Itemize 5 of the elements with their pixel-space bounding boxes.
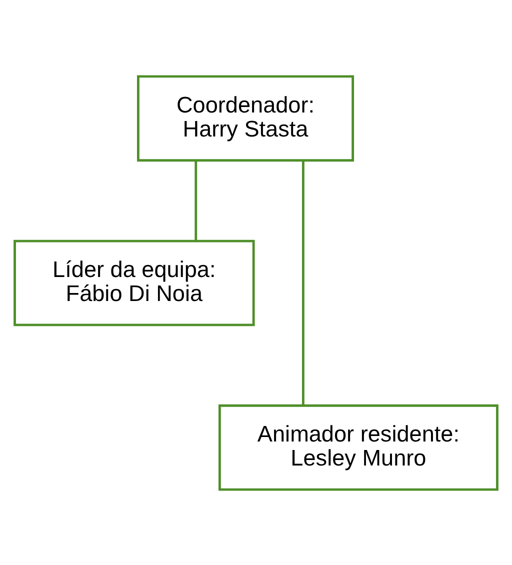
connector xyxy=(194,160,198,240)
connector xyxy=(302,160,304,405)
node-box: Líder da equipa: Fábio Di Noia xyxy=(14,239,255,326)
node-box: Coordenador: Harry Stasta xyxy=(137,74,354,162)
node-box: Animador residente: Lesley Munro xyxy=(218,404,498,490)
